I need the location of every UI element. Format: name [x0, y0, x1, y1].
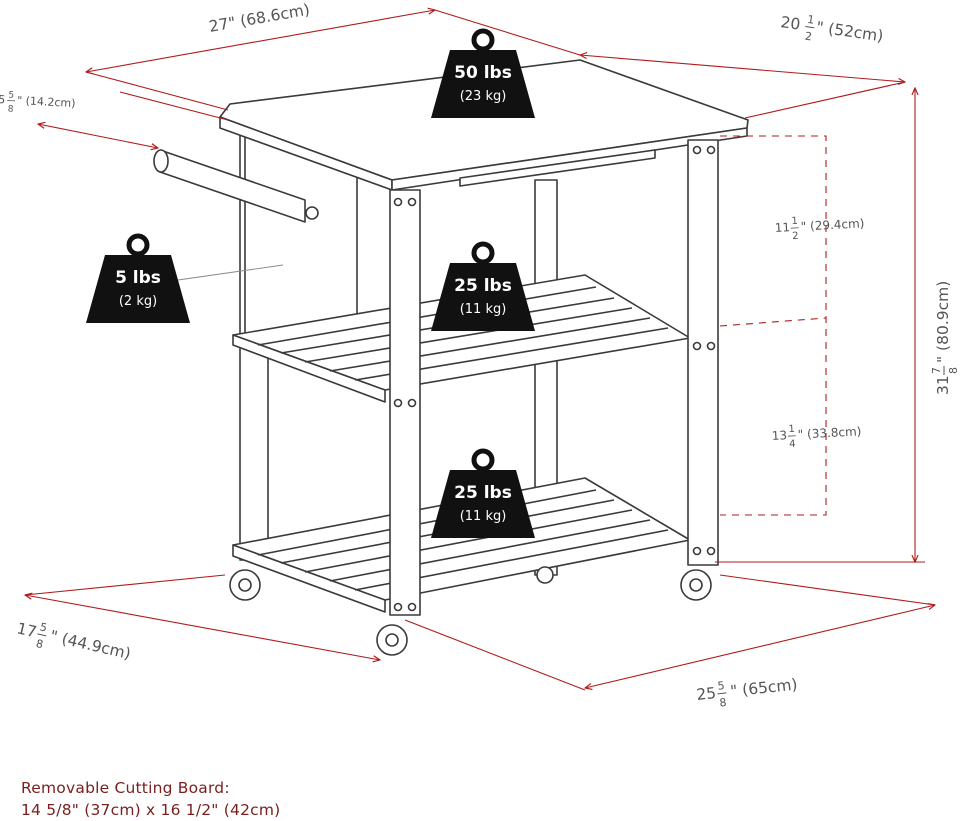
- weight-badge-cutting-board: 5 lbs (2 kg): [86, 236, 190, 323]
- svg-text:5: 5: [0, 93, 6, 106]
- svg-text:25: 25: [696, 684, 718, 704]
- lower-gap-label: 13 1 4 " (33.8cm): [771, 424, 861, 450]
- svg-text:13: 13: [771, 428, 787, 443]
- svg-text:5: 5: [8, 91, 14, 101]
- svg-text:" (29.4cm): " (29.4cm): [800, 216, 864, 233]
- top-width-label: 27" (68.6cm): [208, 0, 312, 35]
- leg-bolts: [393, 145, 716, 612]
- svg-text:1: 1: [791, 216, 798, 227]
- caption-line-1: Removable Cutting Board:: [21, 779, 230, 797]
- svg-text:(2 kg): (2 kg): [119, 294, 157, 309]
- svg-text:" (14.2cm): " (14.2cm): [17, 94, 76, 110]
- svg-text:8: 8: [35, 637, 45, 651]
- top-depth-label: 20 1 2 " (52cm): [779, 13, 884, 46]
- svg-text:31: 31: [934, 375, 952, 395]
- front-right-leg: [687, 139, 719, 566]
- svg-text:8: 8: [947, 367, 960, 374]
- towel-bar-knob: [305, 206, 319, 220]
- caster-wheels: [229, 566, 712, 656]
- svg-text:8: 8: [719, 696, 727, 710]
- svg-text:1: 1: [788, 424, 795, 435]
- svg-text:25 lbs: 25 lbs: [454, 483, 512, 503]
- svg-text:" (52cm): " (52cm): [815, 18, 884, 45]
- svg-text:(11 kg): (11 kg): [460, 302, 507, 317]
- towel-bar-end: [153, 149, 169, 173]
- dimension-lines: [25, 10, 935, 691]
- svg-text:25 lbs: 25 lbs: [454, 276, 512, 296]
- weight-badge-top: 50 lbs (23 kg): [431, 31, 535, 118]
- handle-depth-label: 5 5 8 " (14.2cm): [0, 91, 76, 115]
- svg-text:" (80.9cm): " (80.9cm): [934, 281, 952, 363]
- base-depth-label: 17 5 8 " (44.9cm): [15, 619, 132, 663]
- svg-text:" (65cm): " (65cm): [729, 675, 798, 700]
- svg-text:" (44.9cm): " (44.9cm): [48, 627, 132, 663]
- upper-gap-label: 11 1 2 " (29.4cm): [774, 216, 864, 242]
- kitchen-cart-illustration: [153, 59, 749, 656]
- svg-text:5 lbs: 5 lbs: [115, 268, 161, 288]
- svg-text:17: 17: [15, 619, 38, 641]
- svg-text:1: 1: [806, 13, 815, 27]
- svg-text:(11 kg): (11 kg): [460, 509, 507, 524]
- svg-text:50 lbs: 50 lbs: [454, 63, 512, 83]
- svg-text:20: 20: [779, 13, 801, 34]
- middle-shelf-slats: [257, 286, 669, 381]
- svg-text:2: 2: [804, 30, 813, 44]
- svg-text:2: 2: [792, 231, 799, 242]
- svg-text:5: 5: [717, 679, 725, 693]
- weight-badge-bottom-shelf: 25 lbs (11 kg): [431, 451, 535, 538]
- svg-text:11: 11: [774, 220, 790, 235]
- svg-text:5: 5: [39, 620, 49, 634]
- svg-text:7: 7: [930, 367, 943, 374]
- svg-text:(23 kg): (23 kg): [460, 89, 507, 104]
- weight-badge-middle-shelf: 25 lbs (11 kg): [431, 244, 535, 331]
- drawer-rail: [459, 149, 656, 187]
- svg-text:" (33.8cm): " (33.8cm): [797, 424, 861, 441]
- svg-text:4: 4: [789, 439, 796, 450]
- caption-line-2: 14 5/8" (37cm) x 16 1/2" (42cm): [21, 801, 281, 819]
- base-width-label: 25 5 8 " (65cm): [696, 675, 799, 710]
- svg-text:8: 8: [7, 105, 14, 115]
- cutting-board-caption: Removable Cutting Board: 14 5/8" (37cm) …: [21, 777, 280, 821]
- total-height-label: 31 7 8 " (80.9cm): [930, 281, 960, 395]
